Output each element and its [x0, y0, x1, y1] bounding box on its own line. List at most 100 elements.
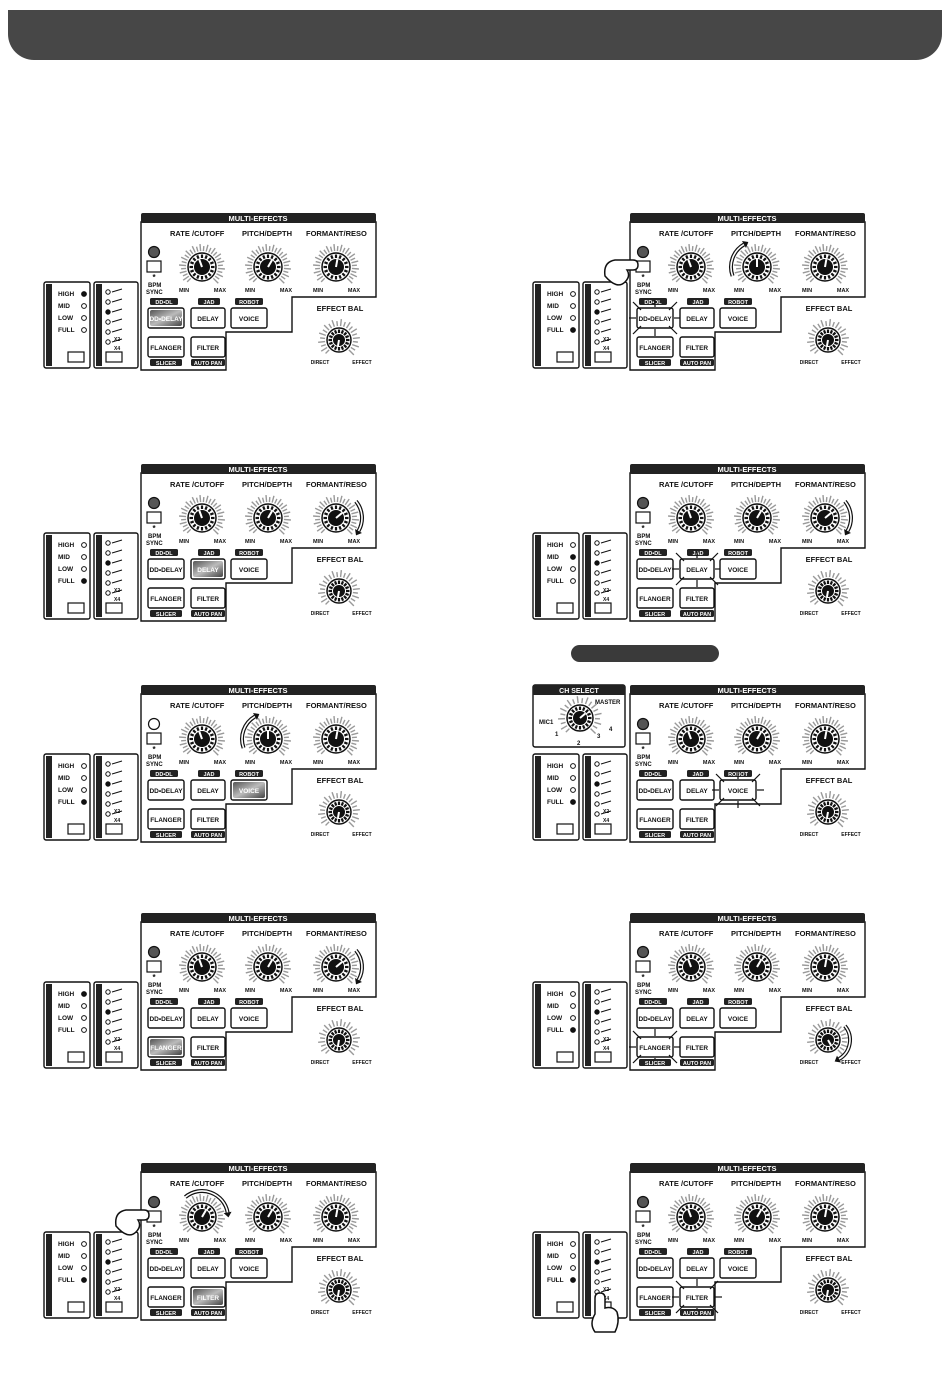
pitch-depth-knob [245, 495, 291, 535]
tag-auto-pan-text: AUTO PAN [683, 1311, 711, 1317]
sync-button [594, 823, 612, 835]
formant-reso-knob-min: MIN [802, 760, 812, 766]
range-led-mid [570, 554, 576, 560]
sync-label-x2: X2 [114, 337, 120, 343]
formant-reso-knob-min: MIN [802, 539, 812, 545]
delay-button-label: DELAY [686, 567, 708, 574]
voice-button: VOICE [719, 1257, 757, 1279]
sync-label: SYNC [635, 1240, 652, 1246]
filter-button: FILTER [190, 587, 226, 609]
tag-slicer-text: SLICER [156, 1311, 176, 1317]
sync-label-x4: X4 [603, 1046, 609, 1052]
rate-knob-max: MAX [703, 288, 716, 294]
tag-auto-pan: AUTO PAN [191, 359, 225, 367]
flash-rays [712, 772, 764, 808]
pitch-depth-knob [734, 495, 780, 535]
sync-label: SYNC [146, 541, 163, 547]
voice-button: VOICE [230, 558, 268, 580]
sync-label: SYNC [635, 290, 652, 296]
formant-reso-label: FORMANT/RESO [795, 229, 856, 238]
filter-button: FILTER [672, 1279, 722, 1315]
tag-jad-text: JAD [692, 1000, 703, 1006]
delay-button-label: DELAY [197, 1266, 219, 1273]
tag-jad-text: JAD [203, 772, 214, 778]
flanger-button-label: FLANGER [639, 1045, 671, 1052]
bpm-asterisk: * [152, 1223, 156, 1232]
bpm-asterisk: * [641, 1223, 645, 1232]
formant-reso-label: FORMANT/RESO [306, 480, 367, 489]
dd-delay-button: DD•DELAY [147, 1257, 185, 1279]
formant-reso-knob [313, 495, 359, 535]
range-label-high: HIGH [547, 763, 564, 770]
effect-bal-label: EFFECT BAL [806, 555, 853, 564]
tag-dd-delay-text: DD•DL [155, 1250, 173, 1256]
delay-button-label: DELAY [686, 1016, 708, 1023]
rate-knob-min: MIN [179, 760, 189, 766]
rotate-arrow [729, 241, 749, 277]
flash-rays [629, 300, 681, 336]
bpm-asterisk: * [152, 973, 156, 982]
delay-button: DELAY [672, 551, 722, 587]
range-led-low [81, 566, 87, 572]
tag-auto-pan-text: AUTO PAN [194, 361, 222, 367]
rotate-arrow [354, 500, 364, 536]
voice-button-label: VOICE [239, 1266, 260, 1273]
rate-label: RATE [659, 701, 679, 710]
tag-dd-delay-text: DD•DL [644, 551, 662, 557]
effect-bal-knob [807, 1269, 849, 1306]
flanger-button: FLANGER [147, 1036, 185, 1058]
pitch-depth-knob-max: MAX [769, 760, 782, 766]
formant-reso-knob-min: MIN [313, 760, 323, 766]
tag-dd-delay: DD•DL [150, 1248, 178, 1256]
tag-robot-text: ROBOT [728, 300, 749, 306]
bpm-label: BPM [637, 534, 650, 540]
rate-knob-max: MAX [214, 1238, 227, 1244]
tag-robot-text: ROBOT [239, 772, 260, 778]
pitch-depth-knob [734, 244, 780, 284]
flanger-button-label: FLANGER [150, 596, 182, 603]
rotate-arrow [240, 713, 260, 749]
range-led-high [570, 763, 576, 769]
range-led-high [81, 1241, 87, 1247]
filter-button: FILTER [679, 587, 715, 609]
cutoff-label: /CUTOFF [192, 229, 225, 238]
range-label-full: FULL [547, 1027, 564, 1034]
tag-robot: ROBOT [235, 1248, 263, 1256]
dd-delay-button: DD•DELAY [636, 558, 674, 580]
formant-reso-knob-min: MIN [802, 288, 812, 294]
voice-button-label: VOICE [728, 316, 749, 323]
range-led-mid [81, 1003, 87, 1009]
filter-button-label: FILTER [197, 817, 220, 824]
effect-bal-label: EFFECT BAL [806, 1004, 853, 1013]
range-label-mid: MID [58, 1253, 70, 1260]
effect-label: EFFECT [841, 360, 860, 366]
tag-dd-delay: DD•DL [150, 549, 178, 557]
tag-auto-pan: AUTO PAN [191, 1059, 225, 1067]
formant-reso-knob-max: MAX [837, 539, 850, 545]
range-led-full [570, 327, 576, 333]
range-label-full: FULL [547, 578, 564, 585]
flash-rays [672, 551, 722, 587]
range-label-low: LOW [58, 566, 74, 573]
tag-jad-text: JAD [692, 300, 703, 306]
delay-button: DELAY [679, 779, 715, 801]
effect-bal-knob [318, 319, 360, 356]
tag-slicer: SLICER [150, 831, 182, 839]
sync-label-x2: X2 [114, 1287, 120, 1293]
pitch-depth-knob-min: MIN [245, 539, 255, 545]
rate-label: RATE [170, 1179, 190, 1188]
formant-reso-knob [802, 244, 848, 284]
range-led-low [570, 1015, 576, 1021]
sync-label: SYNC [146, 290, 163, 296]
pitch-depth-knob-min: MIN [245, 760, 255, 766]
range-led-full [570, 578, 576, 584]
tag-jad-text: JAD [203, 1250, 214, 1256]
formant-reso-label: FORMANT/RESO [795, 701, 856, 710]
bpm-label: BPM [148, 534, 161, 540]
